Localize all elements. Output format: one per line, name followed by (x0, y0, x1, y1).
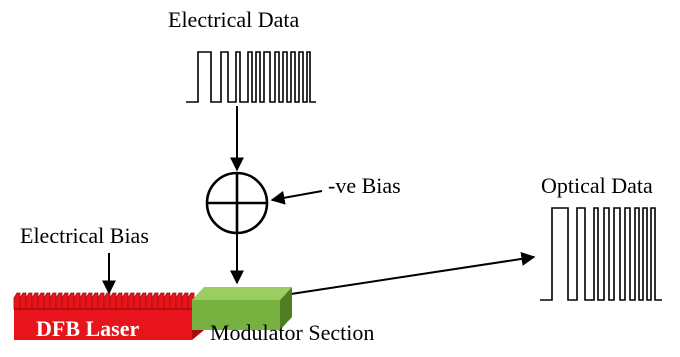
grating-tooth (19, 292, 27, 310)
grating-tooth (109, 292, 117, 310)
grating-tooth (85, 292, 93, 310)
grating-tooth (127, 292, 135, 310)
optical-output-arrow (290, 251, 536, 295)
grating-tooth (73, 292, 81, 310)
grating-tooth (49, 292, 57, 310)
grating-tooth (61, 292, 69, 310)
grating-tooth (151, 292, 159, 310)
modulator-section-block (192, 287, 292, 330)
electrical-data-label: Electrical Data (168, 7, 300, 32)
grating-tooth (79, 292, 87, 310)
grating-tooth (67, 292, 75, 310)
grating-tooth (163, 292, 171, 310)
electrical-bias-label: Electrical Bias (20, 223, 149, 248)
grating-tooth (181, 292, 189, 310)
grating-tooth (13, 292, 21, 310)
grating-tooth (139, 292, 147, 310)
grating-tooth (121, 292, 129, 310)
grating-tooth (175, 292, 183, 310)
grating-tooth (25, 292, 33, 310)
grating-tooth (157, 292, 165, 310)
optical-data-label: Optical Data (541, 173, 653, 198)
dfb-laser-section (13, 292, 204, 340)
grating-tooth (115, 292, 123, 310)
grating-tooth (37, 292, 45, 310)
grating-tooth (31, 292, 39, 310)
grating-tooth (91, 292, 99, 310)
summing-junction-icon (205, 171, 269, 235)
grating-tooth (97, 292, 105, 310)
dfb-laser-label: DFB Laser (36, 316, 140, 341)
grating-tooth (169, 292, 177, 310)
electrical-data-waveform (186, 51, 316, 103)
grating-tooth (145, 292, 153, 310)
optical-data-waveform (540, 207, 662, 301)
laser-grating (13, 292, 195, 310)
grating-tooth (133, 292, 141, 310)
grating-tooth (43, 292, 51, 310)
grating-tooth (55, 292, 63, 310)
modulator-section-label: Modulator Section (210, 320, 374, 345)
ve-bias-arrow (270, 190, 323, 205)
grating-tooth (103, 292, 111, 310)
ve-bias-label: -ve Bias (328, 173, 401, 198)
